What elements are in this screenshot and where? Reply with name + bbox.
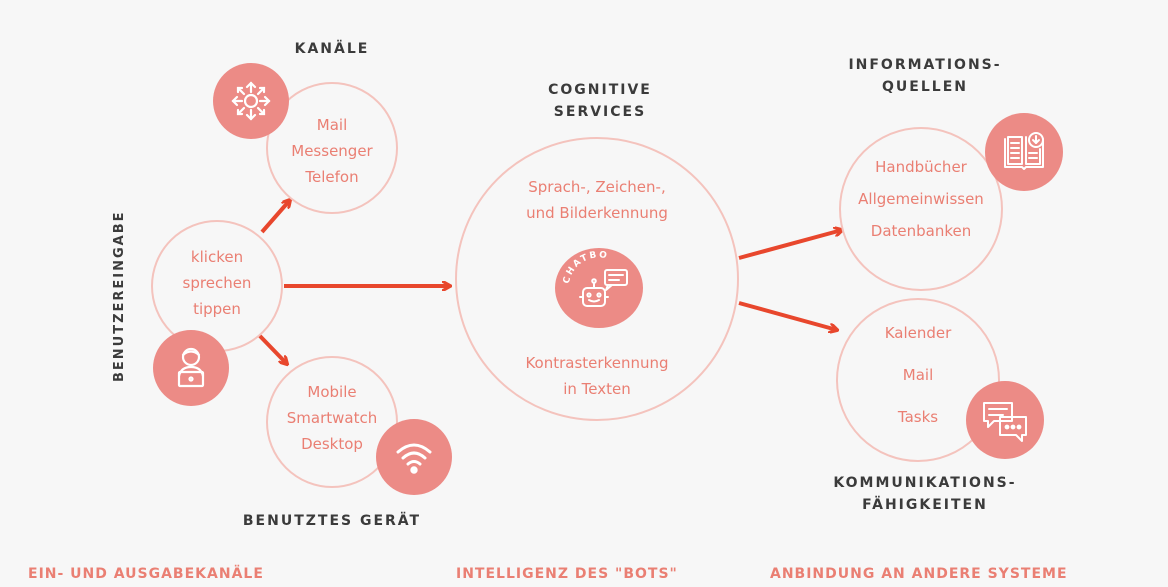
arrow-to-geraet — [256, 332, 287, 364]
input-item: klicken — [190, 248, 244, 266]
device-item: Smartwatch — [286, 409, 378, 427]
benutzereingabe-label: BENUTZEREINGABE — [112, 210, 127, 382]
svg-text:CHATBOT: CHATBOT — [555, 248, 609, 285]
info-heading-line2: QUELLEN — [882, 79, 968, 95]
cognitive-heading-line1: COGNITIVE — [548, 82, 652, 98]
input-item: sprechen — [182, 274, 252, 292]
book-download-icon — [985, 113, 1063, 191]
geraet-heading: BENUTZTES GERÄT — [242, 513, 422, 529]
info-item: Handbücher — [875, 158, 967, 176]
info-circle — [839, 127, 1003, 291]
komm-heading-line2: FÄHIGKEITEN — [862, 497, 988, 513]
kanaele-item: Messenger — [291, 142, 373, 160]
wifi-icon — [376, 419, 452, 495]
info-item: Datenbanken — [870, 222, 972, 240]
chat-bubbles-icon — [966, 381, 1044, 459]
footer-right-label: ANBINDUNG AN ANDERE SYSTEME — [770, 566, 1068, 582]
footer-left-label: EIN- UND AUSGABEKANÄLE — [28, 566, 264, 582]
cognitive-heading-line2: SERVICES — [553, 104, 647, 120]
chatbot-arc-label: CHATBOT — [555, 248, 607, 285]
device-item: Mobile — [307, 383, 357, 401]
cognitive-item: Sprach-, Zeichen-, — [528, 178, 666, 196]
cognitive-item: Kontrasterkennung — [525, 354, 669, 372]
network-hub-icon — [213, 63, 289, 139]
chatbot-icon: CHATBOT — [555, 248, 643, 328]
kanaele-heading: KANÄLE — [294, 41, 370, 57]
komm-item: Tasks — [897, 408, 939, 426]
komm-item: Kalender — [884, 324, 952, 342]
footer-middle-label: INTELLIGENZ DES "BOTS" — [456, 566, 678, 582]
device-item: Desktop — [301, 435, 363, 453]
cognitive-item: in Texten — [563, 380, 631, 398]
info-heading-line1: INFORMATIONS- — [848, 57, 1002, 73]
device-circle — [266, 356, 398, 488]
kanaele-item: Telefon — [305, 168, 359, 186]
cognitive-item: und Bilderkennung — [526, 204, 668, 222]
kanaele-item: Mail — [316, 116, 348, 134]
input-circle — [151, 220, 283, 352]
arrow-to-info — [738, 230, 842, 260]
arrow-to-kanaele — [260, 200, 290, 234]
komm-item: Mail — [902, 366, 934, 384]
user-laptop-icon — [153, 330, 229, 406]
input-item: tippen — [193, 300, 241, 318]
info-item: Allgemeinwissen — [858, 190, 984, 208]
komm-heading-line1: KOMMUNIKATIONS- — [833, 475, 1017, 491]
arrow-to-komm — [738, 301, 837, 330]
